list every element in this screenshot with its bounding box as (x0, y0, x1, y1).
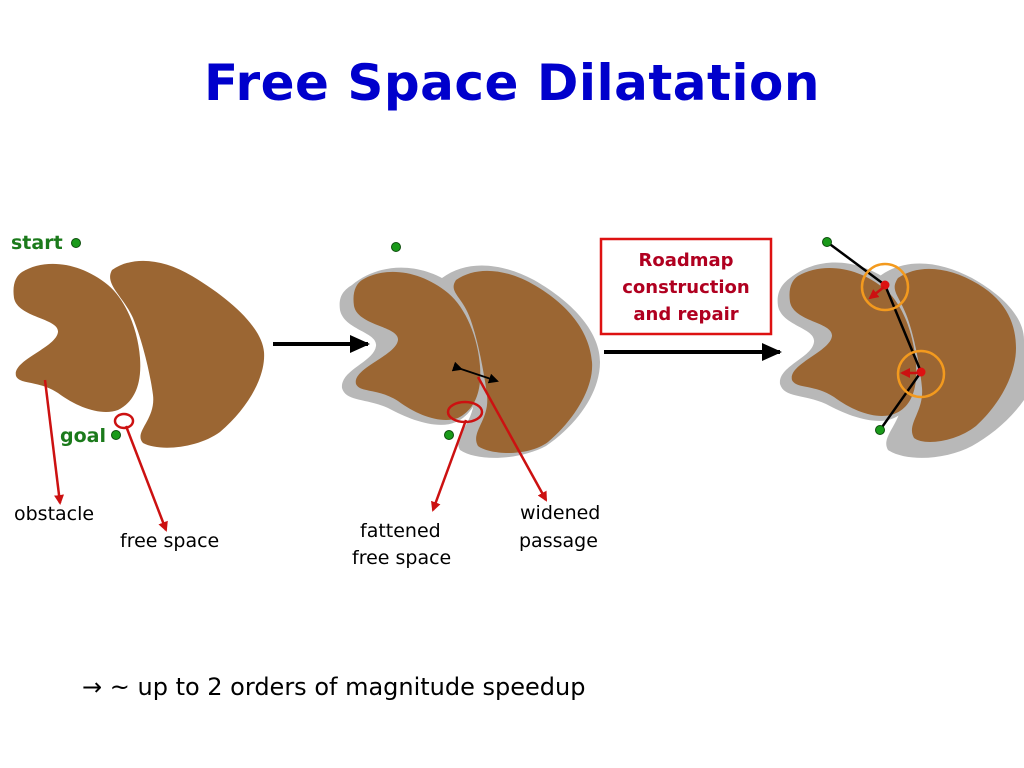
obstacle-left (13, 263, 141, 413)
conclusion-text: → ~ up to 2 orders of magnitude speedup (82, 673, 585, 701)
roadmap-box-line3: and repair (633, 304, 738, 325)
panel-dilated (339, 242, 600, 512)
free-space-pointer (124, 425, 168, 532)
obstacle-left-2 (353, 271, 481, 421)
start-node-2 (391, 242, 401, 252)
free-space-marker (113, 412, 135, 430)
obstacle-left-3 (789, 267, 917, 417)
goal-node (111, 430, 121, 440)
panel-original (13, 238, 265, 532)
repair-highlight-lower (896, 349, 946, 399)
repair-highlight-upper (860, 262, 910, 312)
widened-label-line1: widened (520, 502, 600, 524)
passage-width-arrow (451, 361, 499, 384)
roadmap-box (599, 237, 773, 336)
start-label: start (11, 232, 63, 254)
repair-arrow-upper (868, 286, 885, 300)
fattened-pointer (431, 419, 468, 512)
fattened-label-line1: fattened (360, 520, 441, 542)
goal-node-2 (444, 430, 454, 440)
obstacle-right (110, 260, 265, 448)
roadmap-box-line1: Roadmap (638, 250, 733, 271)
goal-label: goal (60, 425, 106, 447)
obstacle-right-2 (453, 270, 593, 453)
widened-pointer (476, 376, 548, 502)
fattened-label-line2: free space (352, 547, 451, 569)
widened-label-line2: passage (519, 530, 598, 552)
start-node (71, 238, 81, 248)
roadmap-path (826, 240, 923, 431)
conclusion-statement: ~ up to 2 orders of magnitude speedup (109, 673, 586, 701)
roadmap-node-start (822, 237, 832, 247)
obstacle-right-3 (894, 268, 1016, 442)
obstacle-pointer (43, 379, 64, 505)
roadmap-node-goal (875, 425, 885, 435)
roadmap-box-line2: construction (622, 277, 750, 298)
obstacle-label: obstacle (14, 503, 94, 525)
right-arrow-icon: → (82, 673, 103, 701)
panel-repaired (777, 237, 1024, 458)
colliding-node-lower (916, 367, 926, 377)
free-space-label: free space (120, 530, 219, 552)
slide-title: Free Space Dilatation (204, 54, 820, 112)
